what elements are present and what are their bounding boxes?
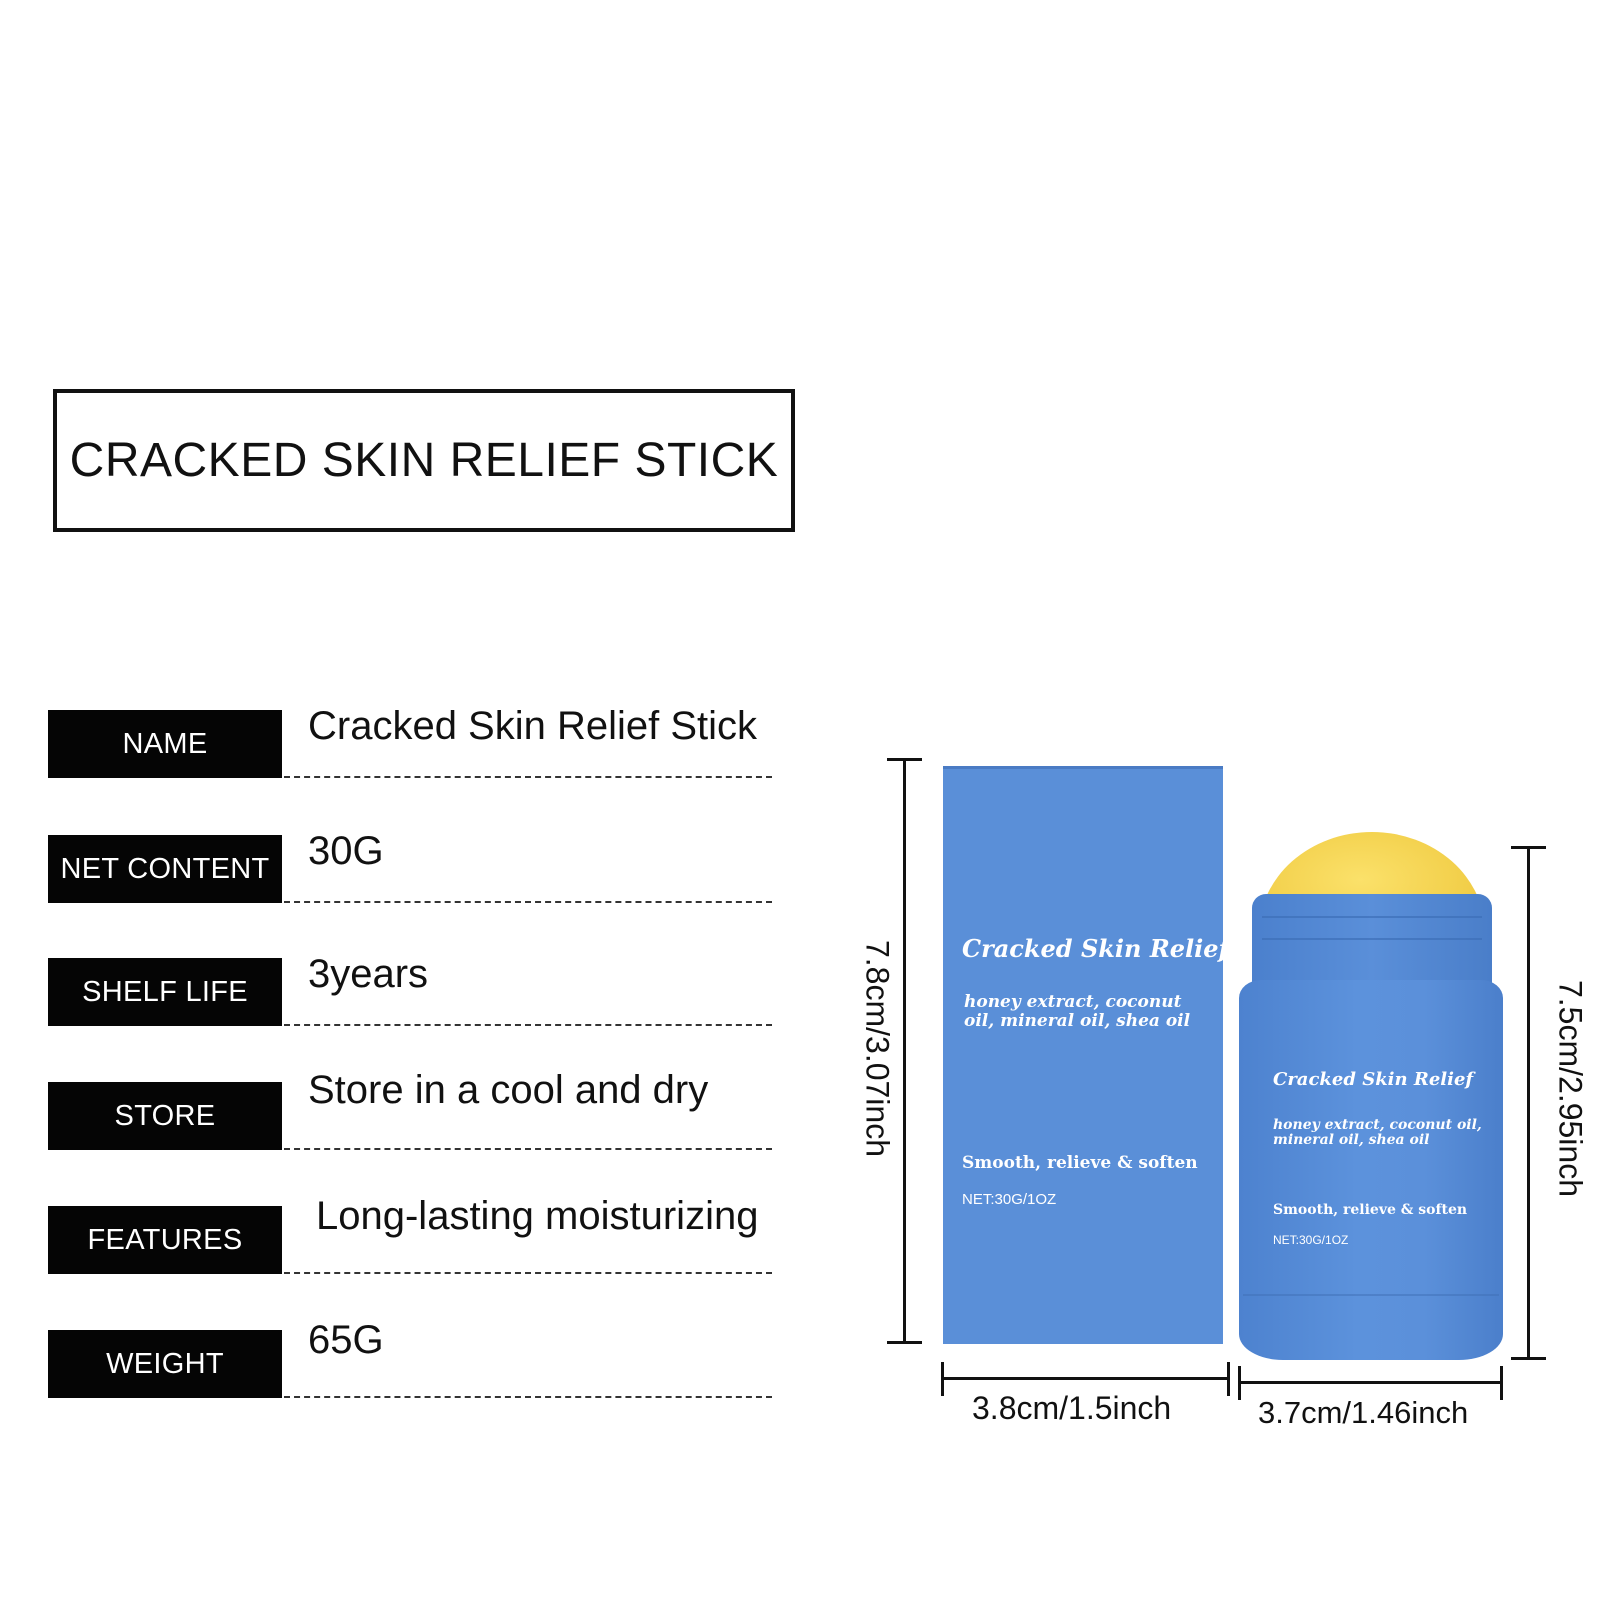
dashed-divider	[284, 1396, 772, 1398]
spec-label: SHELF LIFE	[48, 958, 282, 1026]
spec-label: NET CONTENT	[48, 835, 282, 903]
box-width-dimension-line	[942, 1377, 1229, 1380]
dashed-divider	[284, 1272, 772, 1274]
collar-ring	[1262, 938, 1482, 940]
box-ingredients: honey extract, coconut oil, mineral oil,…	[964, 992, 1191, 1031]
stick-base-seam	[1243, 1294, 1499, 1296]
spec-value: 3years	[308, 952, 429, 996]
title-box: CRACKED SKIN RELIEF STICK	[53, 389, 795, 532]
stick-product-name: Cracked Skin Relief	[1273, 1069, 1474, 1090]
stick-width-label: 3.7cm/1.46inch	[1258, 1395, 1469, 1430]
dimension-tick	[1511, 846, 1546, 849]
page-title: CRACKED SKIN RELIEF STICK	[69, 434, 779, 487]
dimension-tick	[1511, 1357, 1546, 1360]
dimension-tick	[941, 1362, 944, 1396]
stick-ingredients: honey extract, coconut oil, mineral oil,…	[1273, 1117, 1482, 1149]
spec-row-store: STORE Store in a cool and dry	[48, 1068, 773, 1152]
spec-value: Store in a cool and dry	[308, 1068, 709, 1112]
box-height-dimension-line	[903, 760, 906, 1344]
spec-row-features: FEATURES Long-lasting moisturizing	[48, 1194, 773, 1276]
box-width-label: 3.8cm/1.5inch	[972, 1390, 1172, 1426]
spec-row-weight: WEIGHT 65G	[48, 1318, 773, 1400]
stick-collar	[1252, 894, 1492, 994]
spec-row-net-content: NET CONTENT 30G	[48, 829, 773, 905]
spec-value: 30G	[308, 829, 384, 873]
dashed-divider	[284, 901, 772, 903]
stick-height-label: 7.5cm/2.95inch	[1552, 979, 1589, 1197]
stick-height-dimension-line	[1527, 848, 1530, 1360]
box-height-label: 7.8cm/3.07inch	[859, 939, 896, 1157]
spec-label: STORE	[48, 1082, 282, 1150]
dimension-tick	[887, 758, 922, 761]
stick-net-weight: NET:30G/1OZ	[1273, 1233, 1349, 1247]
spec-label: NAME	[48, 710, 282, 778]
spec-row-name: NAME Cracked Skin Relief Stick	[48, 704, 773, 780]
spec-label: FEATURES	[48, 1206, 282, 1274]
dashed-divider	[284, 1148, 772, 1150]
dimension-tick	[1500, 1366, 1503, 1400]
box-net-weight: NET:30G/1OZ	[962, 1191, 1057, 1208]
spec-value: Long-lasting moisturizing	[316, 1194, 759, 1238]
dimension-tick	[1227, 1362, 1230, 1396]
box-product-name: Cracked Skin Relief	[962, 934, 1229, 963]
dashed-divider	[284, 1024, 772, 1026]
spec-value: Cracked Skin Relief Stick	[308, 704, 758, 748]
box-claim: Smooth, relieve & soften	[962, 1153, 1198, 1173]
stick-width-dimension-line	[1239, 1381, 1502, 1384]
dimension-tick	[1238, 1366, 1241, 1400]
stick-claim: Smooth, relieve & soften	[1273, 1202, 1468, 1218]
collar-ring	[1262, 916, 1482, 918]
spec-value: 65G	[308, 1318, 384, 1362]
product-stick: Cracked Skin Relief honey extract, cocon…	[1239, 980, 1503, 1360]
product-box: Cracked Skin Relief honey extract, cocon…	[943, 766, 1229, 1344]
spec-row-shelf-life: SHELF LIFE 3years	[48, 952, 773, 1028]
dimension-tick	[887, 1341, 922, 1344]
dashed-divider	[284, 776, 772, 778]
spec-label: WEIGHT	[48, 1330, 282, 1398]
